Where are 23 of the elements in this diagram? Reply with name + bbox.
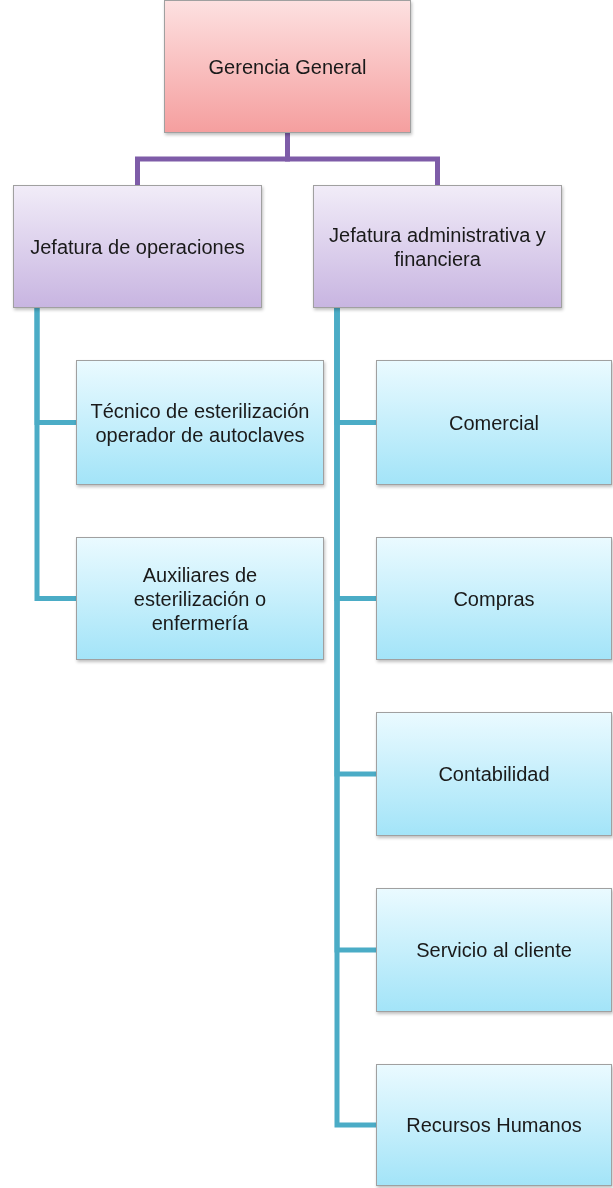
box-label: Jefatura de operaciones — [30, 234, 245, 259]
box-label: Gerencia General — [208, 54, 367, 79]
org-box — [76, 360, 324, 485]
org-box — [76, 537, 324, 660]
box-label: Jefatura administrativa y financiera — [328, 222, 547, 271]
org-box — [313, 185, 562, 308]
box-label: Auxiliares de esterilización o enfermería — [132, 562, 268, 635]
box-label: Servicio al cliente — [416, 938, 572, 962]
connector-line — [334, 308, 376, 1128]
connector-line — [285, 133, 440, 185]
org-box — [376, 360, 612, 485]
box-label: Recursos Humanos — [406, 1113, 582, 1137]
box-label: Técnico de esterilización operador de autoclaves — [89, 398, 311, 447]
org-box — [376, 1064, 612, 1186]
org-box — [376, 712, 612, 836]
box-label: Comercial — [449, 410, 539, 435]
org-box — [164, 0, 411, 133]
connector-line — [34, 308, 76, 601]
org-box — [13, 185, 262, 308]
box-label: Contabilidad — [438, 762, 550, 786]
box-label: Compras — [453, 586, 535, 611]
org-box — [376, 888, 612, 1012]
org-box — [376, 537, 612, 660]
